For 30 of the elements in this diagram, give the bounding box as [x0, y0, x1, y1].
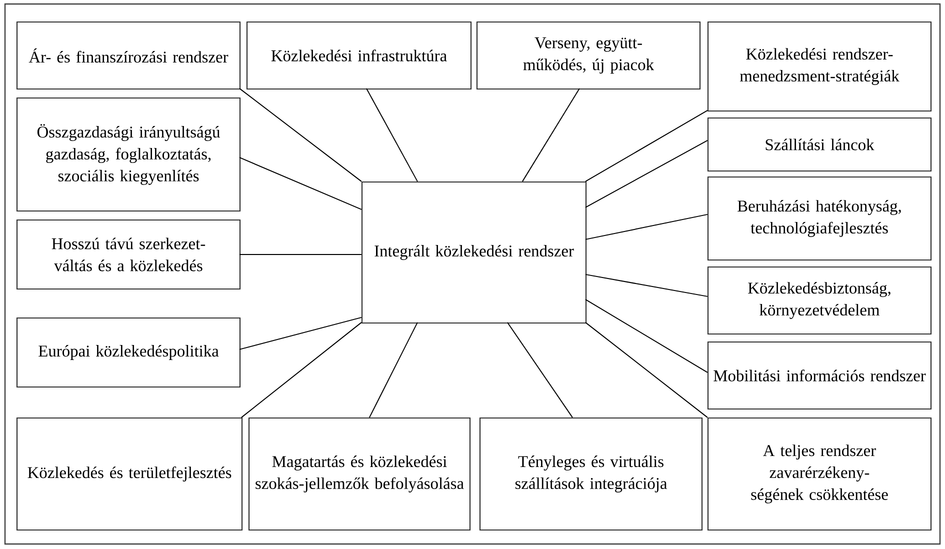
topic-box: A teljes rendszer zavarérzékeny-ségének csökkentése: [707, 417, 932, 531]
topic-box: Ár- és finanszírozási rendszer: [16, 21, 241, 90]
connector-line: [238, 254, 362, 255]
connector-line: [506, 322, 573, 418]
topic-box: Magatartás és közlekedési szokás-jellemzők befolyásolása: [248, 417, 471, 531]
connector-line: [584, 214, 708, 240]
connector-line: [366, 88, 418, 182]
central-box: Integrált közlekedési rendszer: [361, 181, 587, 324]
connector-line: [522, 88, 580, 182]
topic-box: Összgazdasági irányultságú gazdaság, foglalkoztatás, szociális kiegyenlítés: [16, 97, 241, 212]
topic-box: Közlekedési rendszer-menedzsment-stratégiák: [707, 21, 932, 112]
topic-box: Verseny, együtt-működés, új piacok: [476, 21, 701, 90]
connector-line: [238, 316, 362, 350]
connector-line: [368, 322, 418, 418]
topic-box: Mobilitási információs rendszer: [707, 341, 932, 410]
connector-line: [584, 274, 708, 297]
topic-box: Közlekedési infrastruktúra: [246, 21, 472, 90]
topic-box: Tényleges és virtuális szállítások integrációja: [479, 417, 703, 531]
topic-box: Beruházási hatékonyság, technológiafejlesztés: [707, 176, 932, 261]
topic-box: Európai közlekedéspolitika: [16, 317, 241, 388]
connector-line: [240, 322, 362, 418]
connector-line: [584, 298, 708, 373]
topic-box: Közlekedésbiztonság, környezetvédelem: [707, 266, 932, 335]
topic-box: Szállítási láncok: [707, 117, 932, 172]
connector-line: [238, 156, 362, 210]
connector-line: [238, 88, 362, 182]
topic-box: Hosszú távú szerkezet-váltás és a közlekedés: [16, 219, 241, 290]
topic-box: Közlekedés és területfejlesztés: [16, 417, 243, 531]
connector-line: [584, 140, 708, 208]
connector-line: [584, 110, 708, 182]
